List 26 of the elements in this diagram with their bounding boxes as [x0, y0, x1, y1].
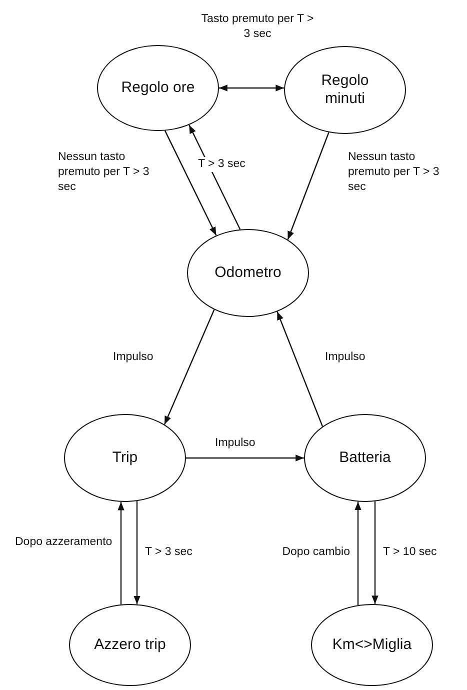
state-name: Batteria [339, 449, 391, 467]
state-name: Regolo ore [121, 79, 195, 97]
arrow [164, 130, 217, 236]
state-ellipse [187, 229, 309, 317]
arrow [276, 311, 324, 427]
state-ellipse [304, 414, 426, 502]
state-name: Regolo minuti [320, 72, 370, 108]
state-name: Trip [112, 449, 138, 467]
state-ellipse [69, 604, 191, 686]
arrow [287, 132, 330, 240]
state-ellipse [284, 46, 406, 134]
arrow [219, 84, 284, 92]
arrow [118, 502, 124, 604]
state-name: Azzero trip [94, 636, 166, 654]
arrow [186, 454, 304, 462]
state-ellipse [97, 45, 219, 131]
arrow [372, 501, 378, 604]
state-name: Km<>Miglia [332, 636, 412, 654]
state-ellipse [311, 604, 433, 686]
state-name: Odometro [214, 264, 282, 282]
edge-label: Dopo azzeramento [15, 535, 115, 550]
arrow [134, 501, 140, 604]
state-ellipse [64, 414, 186, 502]
arrow [354, 502, 362, 606]
arrow [164, 309, 215, 425]
arrow [188, 124, 241, 230]
